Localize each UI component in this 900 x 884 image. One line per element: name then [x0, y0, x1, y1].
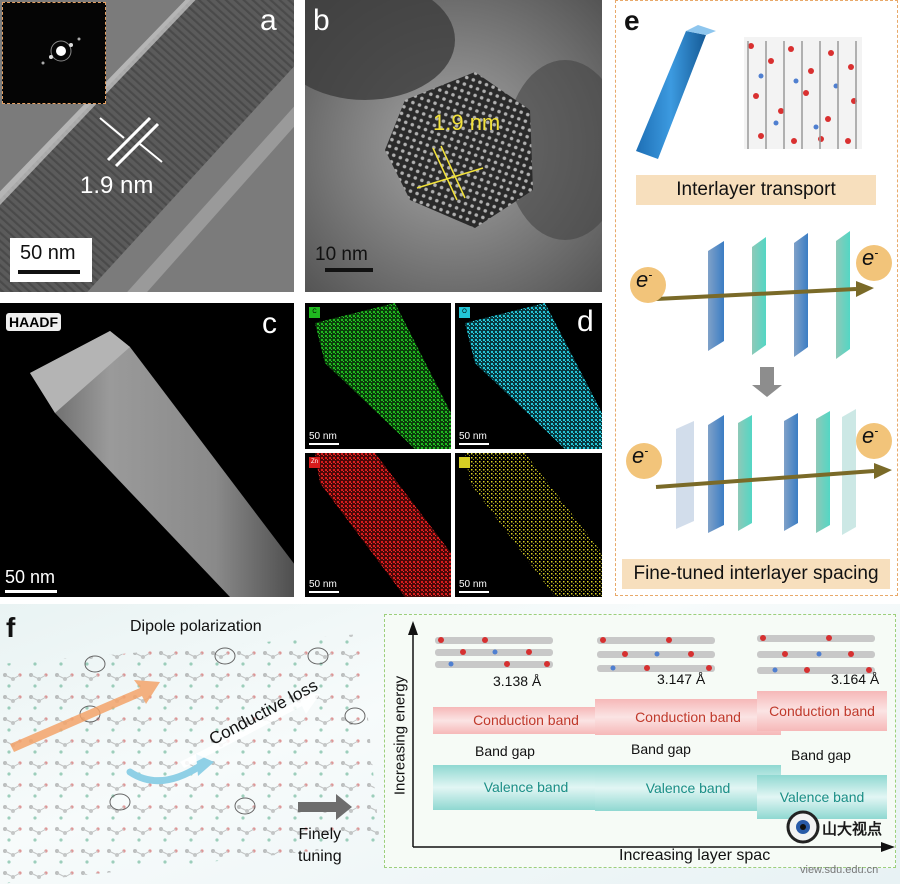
eye-logo-icon: [786, 810, 820, 844]
band-diagram-axes: [408, 621, 895, 852]
y-axis-label: Increasing energy: [391, 675, 409, 796]
scale-bar: [309, 443, 339, 445]
saed-inset: [2, 2, 106, 104]
watermark-logo: [786, 810, 820, 844]
scale-bar-label: 50 nm: [309, 579, 337, 590]
nanocrystal-image: [305, 0, 602, 292]
element-tag: Zn: [309, 457, 320, 468]
haadf-nanorod: [30, 331, 294, 597]
valence-band: Valence band: [757, 775, 887, 819]
watermark-url: view.sdu.edu.cn: [800, 864, 879, 876]
lattice-spacing-label: 1.9 nm: [80, 172, 154, 199]
electron-label: e-: [636, 267, 653, 292]
panel-b-hrtem-image: 1.9 nm 10 nm b: [305, 0, 602, 292]
dipole-polarization-label: Dipole polarization: [130, 618, 262, 635]
mof-network-illustration: [0, 634, 380, 884]
electron-label: e-: [862, 423, 879, 448]
panel-label-f: f: [6, 612, 16, 643]
scale-bar: [18, 270, 80, 274]
lattice-spacing-label: 1.9 nm: [433, 110, 501, 135]
layer-spacing-value: 3.147 Å: [657, 671, 706, 687]
scale-bar-label: 50 nm: [20, 242, 76, 264]
scale-bar: [459, 591, 489, 593]
haadf-mode-label: HAADF: [6, 313, 61, 331]
scale-bar: [459, 443, 489, 445]
panel-label-b: b: [313, 4, 330, 37]
band-diagram-box: Increasing energy Increasing layer spac …: [384, 614, 896, 868]
panel-a-tem-image: 1.9 nm 50 nm a: [0, 0, 294, 292]
valence-band: Valence band: [433, 765, 619, 810]
scale-bar-label: 50 nm: [5, 567, 56, 587]
panel-label-d: d: [577, 305, 594, 338]
scale-bar-label: 50 nm: [309, 431, 337, 442]
scale-bar-label: 50 nm: [459, 431, 487, 442]
panel-d-eds-maps: C 50 nm O 50 nm Zn 50 nm 50 nm d: [305, 303, 602, 597]
conduction-band: Conduction band: [433, 707, 619, 734]
panel-e-schematic: e: [615, 0, 898, 596]
finely-tuning-label: Finely tuning: [298, 826, 342, 865]
element-tag: O: [459, 307, 470, 318]
panel-label-c: c: [262, 307, 277, 340]
scale-bar-box: [10, 238, 92, 282]
x-axis-label: Increasing layer spac: [619, 847, 771, 864]
band-gap-label: Band gap: [791, 747, 851, 763]
panel-label-a: a: [260, 4, 277, 37]
fine-tuned-spacing-label: Fine-tuned interlayer spacing: [622, 559, 890, 589]
electron-label: e-: [862, 245, 879, 270]
valence-band: Valence band: [595, 765, 781, 811]
panel-f-mechanism: f Dipole polarization Conductive loss Fi…: [0, 604, 900, 884]
scale-bar: [5, 590, 57, 593]
element-tag: C: [309, 307, 320, 318]
watermark-text: 山大视点: [822, 821, 883, 838]
layer-spacing-value: 3.164 Å: [831, 671, 880, 687]
scale-bar-label: 10 nm: [315, 244, 368, 265]
conduction-band: Conduction band: [595, 699, 781, 735]
scale-bar: [325, 268, 373, 272]
band-gap-label: Band gap: [475, 743, 535, 759]
eds-map-carbon: C 50 nm: [305, 303, 451, 449]
conduction-band: Conduction band: [757, 691, 887, 731]
interlayer-schematic: [626, 25, 892, 535]
panel-c-haadf-image: HAADF 50 nm c: [0, 303, 294, 597]
eds-map-oxygen: O 50 nm: [455, 303, 602, 449]
element-tag: [459, 457, 470, 468]
eds-map-zinc: Zn 50 nm: [305, 453, 451, 597]
eds-map-fourth-element: 50 nm: [455, 453, 602, 597]
layer-spacing-value: 3.138 Å: [493, 673, 542, 689]
scale-bar: [309, 591, 339, 593]
scale-bar-label: 50 nm: [459, 579, 487, 590]
interlayer-transport-label: Interlayer transport: [636, 175, 876, 205]
panel-label-e: e: [624, 5, 640, 36]
band-gap-label: Band gap: [631, 741, 691, 757]
electron-label: e-: [632, 443, 649, 468]
